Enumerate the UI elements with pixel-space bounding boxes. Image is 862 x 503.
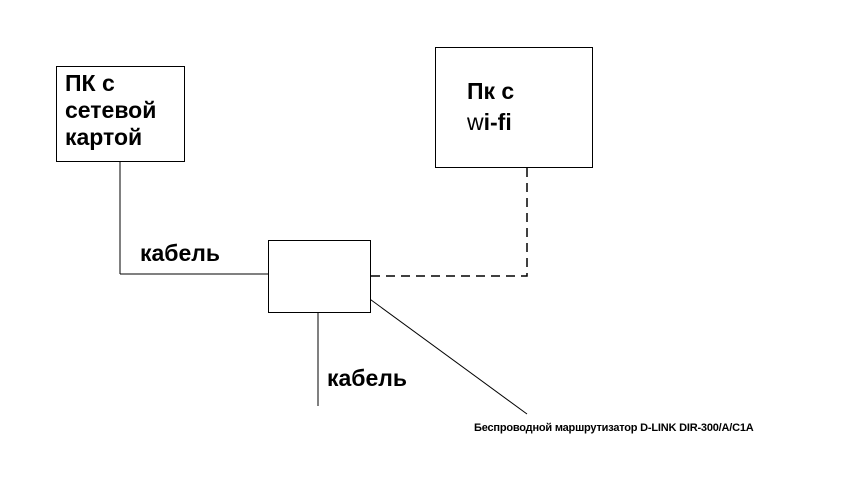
pc-wired-box: ПК с сетевой картой	[56, 66, 185, 162]
router-caption: Беспроводной маршрутизатор D-LINK DIR-30…	[474, 422, 754, 434]
pc-wired-label: ПК с сетевой картой	[65, 70, 157, 150]
pc-wifi-label-line1: Пк с	[467, 78, 515, 104]
pc-wifi-label-rest: i-fi	[483, 109, 512, 135]
pc-wifi-label-prefix: w	[467, 109, 484, 135]
cable-label-1: кабель	[140, 240, 221, 266]
wifi-dashed-link	[371, 168, 528, 277]
cable-label-2: кабель	[327, 365, 408, 391]
pc-wifi-box: Пк с wi-fi	[435, 47, 593, 168]
router-box	[268, 240, 371, 313]
caption-pointer-line	[351, 285, 528, 415]
pc-wifi-label: Пк с wi-fi	[467, 76, 514, 138]
